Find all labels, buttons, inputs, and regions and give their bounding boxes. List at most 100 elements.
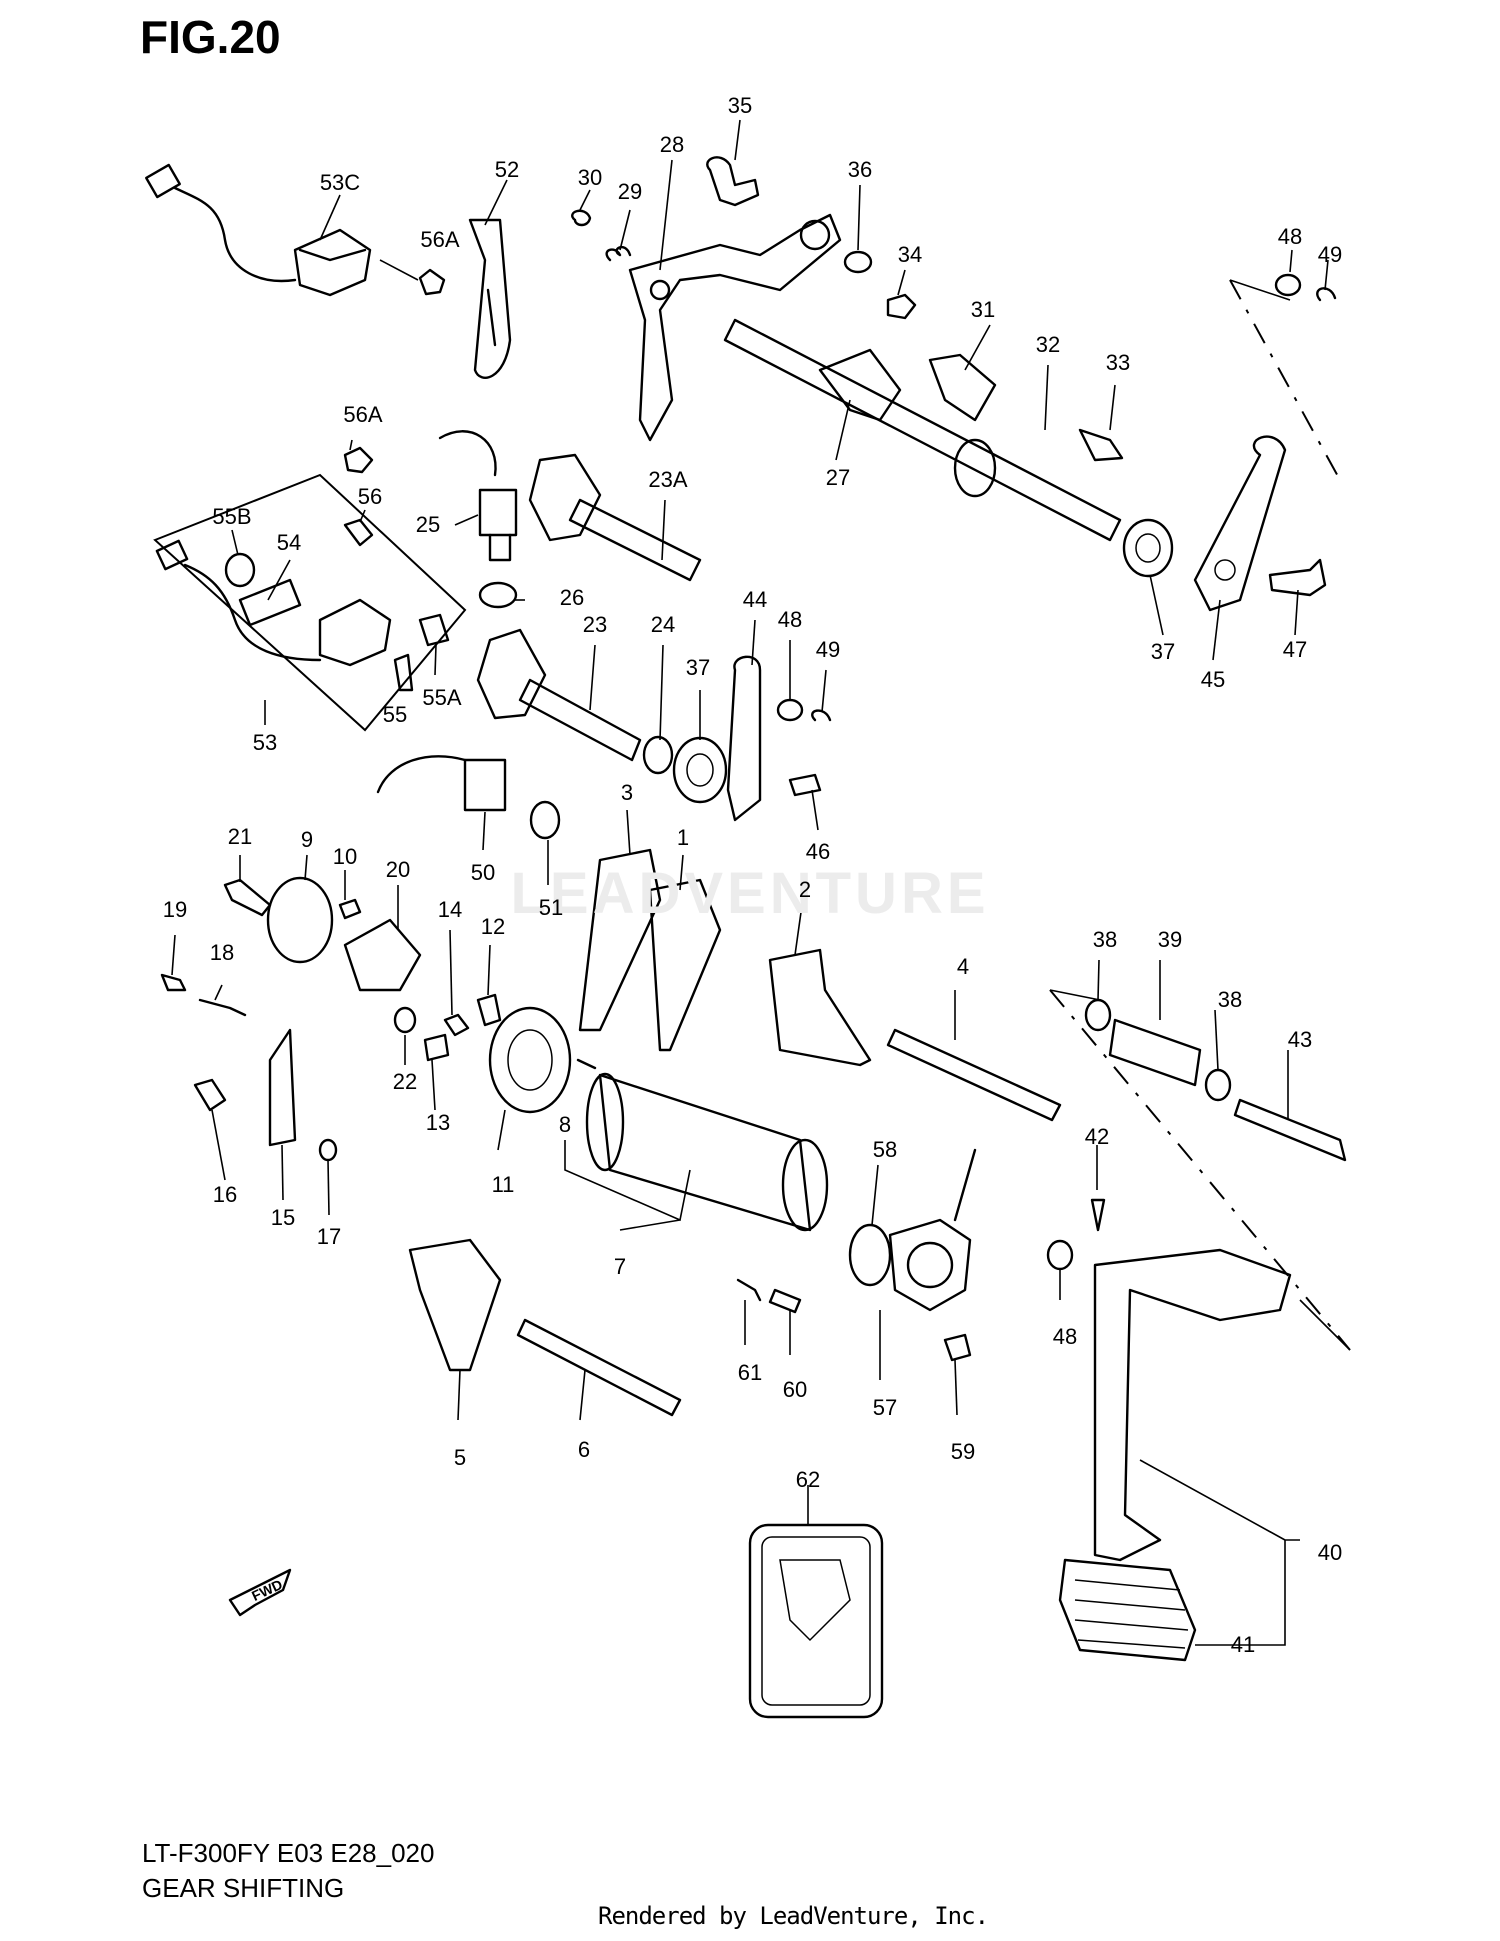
callout-label: 38 — [1092, 927, 1118, 952]
part-46-bolt — [788, 773, 822, 797]
callout-label: 56 — [357, 484, 383, 509]
part-44-arm — [726, 655, 762, 822]
callout-label: 16 — [212, 1182, 238, 1207]
callout-label: 60 — [782, 1377, 808, 1402]
part-45-shift-lever — [1193, 435, 1287, 612]
callout-label: 21 — [227, 824, 253, 849]
part-53c-sensor-harness — [145, 163, 372, 297]
callout-label: 36 — [847, 157, 873, 182]
callout-label: 59 — [950, 1439, 976, 1464]
part-13-washer — [423, 1033, 450, 1062]
part-56a-bolt-top — [379, 259, 446, 296]
callout-label: 35 — [727, 93, 753, 118]
part-25-neutral-switch — [438, 430, 518, 562]
part-55b-collar — [224, 552, 256, 588]
section-name: GEAR SHIFTING — [142, 1873, 345, 1903]
part-43-bolt — [1233, 1098, 1347, 1162]
part-47-bolt — [1268, 558, 1327, 597]
part-58-o-ring — [848, 1223, 892, 1287]
part-29-spring — [605, 245, 632, 262]
part-54-plate — [238, 578, 302, 627]
part-49-clip-mid — [811, 709, 832, 722]
callout-label: 23A — [648, 467, 688, 492]
part-61-spring — [736, 1278, 762, 1302]
callout-label: 25 — [415, 512, 441, 537]
callout-label: 31 — [970, 297, 996, 322]
callout-label: 2 — [798, 877, 812, 902]
callout-label: 55B — [212, 504, 252, 529]
dash-line-lower-right — [1049, 989, 1351, 1351]
part-22-collar — [393, 1006, 417, 1034]
callout-label: 19 — [162, 897, 188, 922]
part-27-gearshift-shaft — [723, 318, 1122, 542]
part-33-bolt — [1078, 428, 1124, 462]
callout-label: 20 — [385, 857, 411, 882]
part-37-seal-mid — [672, 736, 728, 804]
part-53-sensor — [155, 539, 392, 667]
part-20-stopper — [343, 918, 422, 992]
part-35-pin — [706, 156, 760, 207]
callout-label: 17 — [316, 1224, 342, 1249]
part-41-pedal-rubber — [1058, 1558, 1197, 1662]
part-55a-screw — [418, 613, 450, 647]
part-39-sleeve — [1108, 1018, 1202, 1087]
part-50-switch — [376, 755, 507, 812]
callout-label: 5 — [453, 1445, 467, 1470]
part-38-o-ring-left — [1084, 998, 1112, 1032]
render-credit: Rendered by LeadVenture, Inc. — [598, 1902, 989, 1930]
part-17-washer — [318, 1138, 338, 1162]
callout-label: 32 — [1035, 332, 1061, 357]
frame-lower-right — [1049, 989, 1351, 1351]
part-49-clip-top — [1316, 287, 1337, 302]
part-30-clip — [571, 209, 592, 227]
callout-label: 34 — [897, 242, 923, 267]
part-34-nut — [886, 293, 917, 320]
callout-label: 50 — [470, 860, 496, 885]
callout-label: 49 — [1317, 242, 1343, 267]
callout-label: 41 — [1230, 1632, 1256, 1657]
callout-label: 38 — [1217, 987, 1243, 1012]
part-62-shift-label — [748, 1523, 884, 1719]
callout-label: 15 — [270, 1205, 296, 1230]
callout-label: 56A — [343, 402, 383, 427]
part-2-fork — [768, 948, 872, 1067]
callout-label: 26 — [559, 585, 585, 610]
part-59-bolt — [943, 1333, 972, 1362]
callout-label: 48 — [777, 607, 803, 632]
part-31-plate — [928, 353, 997, 422]
part-9-plate — [266, 876, 334, 964]
part-36-washer — [843, 250, 873, 274]
callout-label: 8 — [558, 1112, 572, 1137]
callout-label: 56A — [420, 227, 460, 252]
callout-label: 9 — [300, 827, 314, 852]
part-23-cam — [476, 628, 642, 762]
part-18-spring — [198, 998, 247, 1017]
callout-label: 7 — [613, 1254, 627, 1279]
part-57-cover — [888, 1148, 977, 1312]
callout-label: 28 — [659, 132, 685, 157]
part-56-bolt — [343, 518, 374, 547]
callout-label: 53 — [252, 730, 278, 755]
model-code: LT-F300FY E03 E28_020 — [142, 1838, 435, 1868]
part-8-pin — [576, 1058, 597, 1070]
callout-label: 46 — [805, 839, 831, 864]
part-26-o-ring — [478, 581, 518, 609]
callout-label: 40 — [1317, 1540, 1343, 1565]
part-56a-bolt-mid — [343, 446, 374, 474]
part-10-pin — [338, 898, 362, 920]
part-4-shaft — [886, 1028, 1062, 1122]
callout-label: 43 — [1287, 1027, 1313, 1052]
part-60-plunger — [768, 1288, 802, 1314]
part-21-bolt — [223, 878, 272, 917]
frame-53-assembly — [153, 473, 467, 732]
callout-label: 45 — [1200, 667, 1226, 692]
watermark: LEADVENTURE — [510, 861, 990, 926]
frame-top-right — [1229, 279, 1291, 301]
part-42-cotter-pin — [1090, 1198, 1106, 1232]
part-12-plate — [476, 993, 502, 1027]
part-23a-cam — [528, 453, 702, 582]
callout-label: 55A — [422, 685, 462, 710]
part-52-bracket — [468, 218, 512, 379]
callout-label: 57 — [872, 1395, 898, 1420]
part-37-seal — [1122, 518, 1174, 578]
